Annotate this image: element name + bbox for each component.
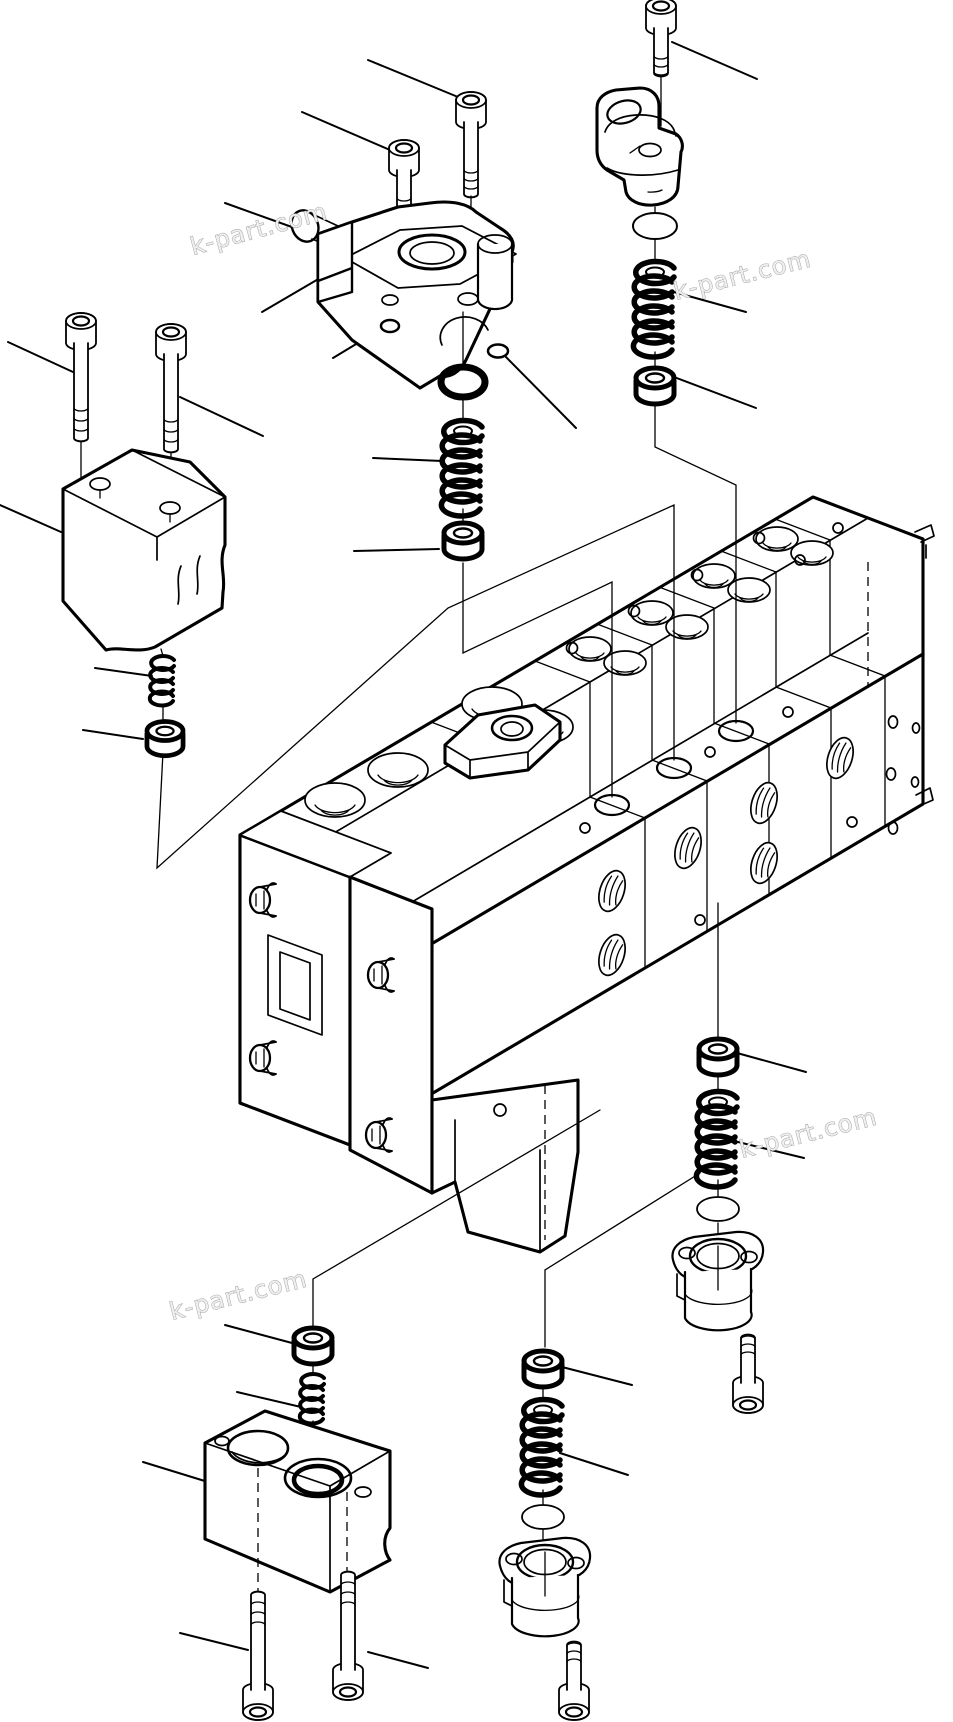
bushing-bottom-center	[524, 1351, 562, 1402]
pilot-cover-block	[316, 200, 517, 390]
watermark-text: k-part.com	[737, 1103, 880, 1164]
coil-spring-left	[147, 648, 176, 721]
solenoid-valve-block	[595, 86, 684, 207]
lifting-lug	[443, 703, 562, 780]
bushing-bottom-left	[294, 1328, 332, 1375]
coil-spring-top-right	[633, 262, 674, 367]
flanged-socket-bottom-center	[498, 1536, 592, 1722]
end-cover-block	[61, 448, 227, 652]
watermark-text: k-part.com	[167, 1265, 310, 1326]
bushing-left	[147, 722, 183, 756]
bushing-top-center	[444, 523, 482, 559]
watermark-text: k-part.com	[187, 197, 330, 260]
o-ring-thin-top-right	[632, 206, 678, 263]
assembly-axis-lines	[156, 399, 737, 1348]
bushing-top-right	[636, 368, 674, 404]
coil-spring-bottom-center	[521, 1400, 562, 1505]
bushing-mid-right	[699, 1039, 737, 1093]
coil-spring-top-center	[441, 421, 482, 522]
solenoid-bolt	[644, 0, 678, 127]
leader-lines	[0, 41, 807, 1669]
coil-spring-mid-right	[696, 1092, 737, 1197]
flanged-socket-mid-right	[671, 1230, 765, 1415]
o-ring-small-left	[379, 318, 401, 334]
bottom-cover-block	[203, 1409, 392, 1596]
o-ring-thick	[437, 311, 489, 421]
cover-bolt-left-1	[64, 311, 98, 478]
watermark-text: k-part.com	[671, 245, 814, 306]
o-ring-small-right	[486, 343, 510, 359]
cover-bolt-bottom-left-1	[241, 1590, 275, 1722]
cover-bolt-bottom-left-2	[331, 1570, 365, 1702]
